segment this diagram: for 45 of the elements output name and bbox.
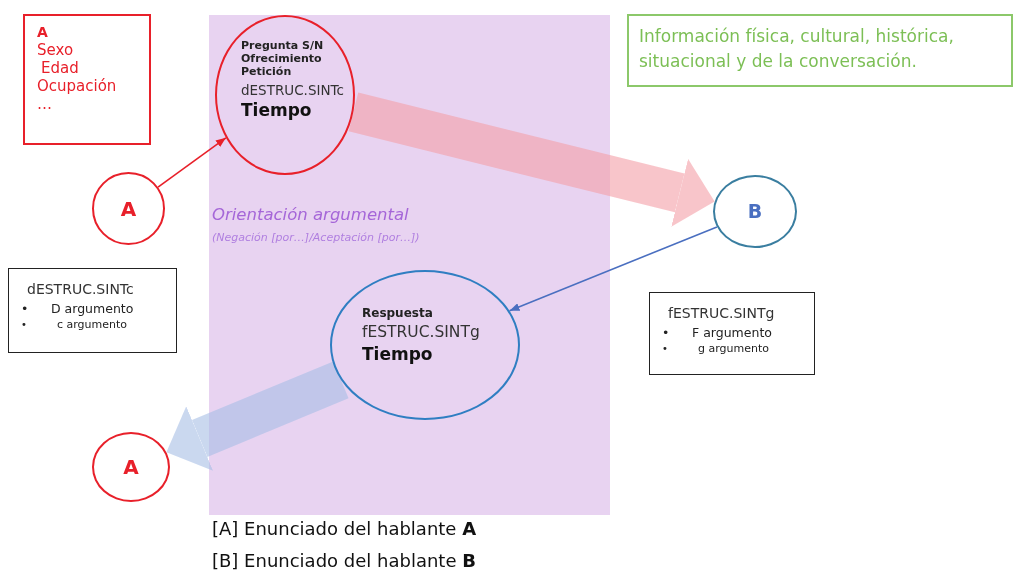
node-text: Pregunta S/N	[241, 39, 324, 53]
node-text: Respuesta	[362, 306, 433, 321]
node-text: fESTRUC.SINTg	[362, 323, 480, 342]
speaker-letter: A	[123, 455, 139, 479]
legend-caption: [A] Enunciado del hablante A	[212, 518, 477, 539]
bullet-item: D argumento	[51, 300, 134, 318]
speech-ellipse	[330, 270, 520, 420]
broad-arrow	[166, 361, 349, 471]
info-box	[627, 14, 1013, 87]
speaker-circle	[92, 172, 165, 245]
structure-heading: fESTRUC.SINTg	[668, 305, 775, 322]
node-text: Ofrecimiento	[241, 52, 322, 66]
node-text: Edad	[41, 58, 79, 77]
broad-arrow	[348, 92, 715, 227]
legend-caption: [B] Enunciado del hablante B	[212, 550, 476, 571]
band-text: Orientación argumental	[212, 205, 409, 225]
node-text: Tiempo	[241, 99, 312, 121]
node-text: Tiempo	[362, 344, 433, 365]
arrow	[508, 226, 718, 312]
info-box	[23, 14, 151, 145]
band-text: (Negación [por…]/Aceptación [por…])	[212, 231, 420, 245]
bullet-mark: •	[661, 324, 670, 342]
speaker-letter: A	[120, 196, 137, 221]
structure-box	[8, 268, 177, 353]
arrow	[157, 137, 227, 188]
node-text: A	[37, 24, 48, 41]
node-text: Sexo	[37, 40, 74, 59]
bullet-mark: •	[20, 300, 29, 318]
node-text: Ocupación	[37, 76, 117, 95]
bullet-item: F argumento	[692, 324, 772, 342]
node-text: Petición	[241, 65, 292, 79]
bullet-mark: •	[20, 317, 27, 332]
speech-ellipse	[215, 15, 355, 175]
node-text: …	[37, 94, 52, 113]
bullet-item: g argumento	[697, 341, 769, 357]
argument-band	[209, 15, 610, 515]
structure-heading: dESTRUC.SINTc	[27, 281, 134, 298]
node-text: dESTRUC.SINTc	[241, 81, 344, 98]
speaker-circle	[92, 432, 170, 502]
node-text: Información física, cultural, histórica, situacional y de la conversación.	[639, 25, 955, 73]
speaker-letter: B	[747, 200, 763, 223]
speaker-circle	[713, 175, 797, 248]
bullet-mark: •	[661, 341, 668, 356]
structure-box	[649, 292, 815, 375]
bullet-item: c argumento	[56, 317, 128, 333]
